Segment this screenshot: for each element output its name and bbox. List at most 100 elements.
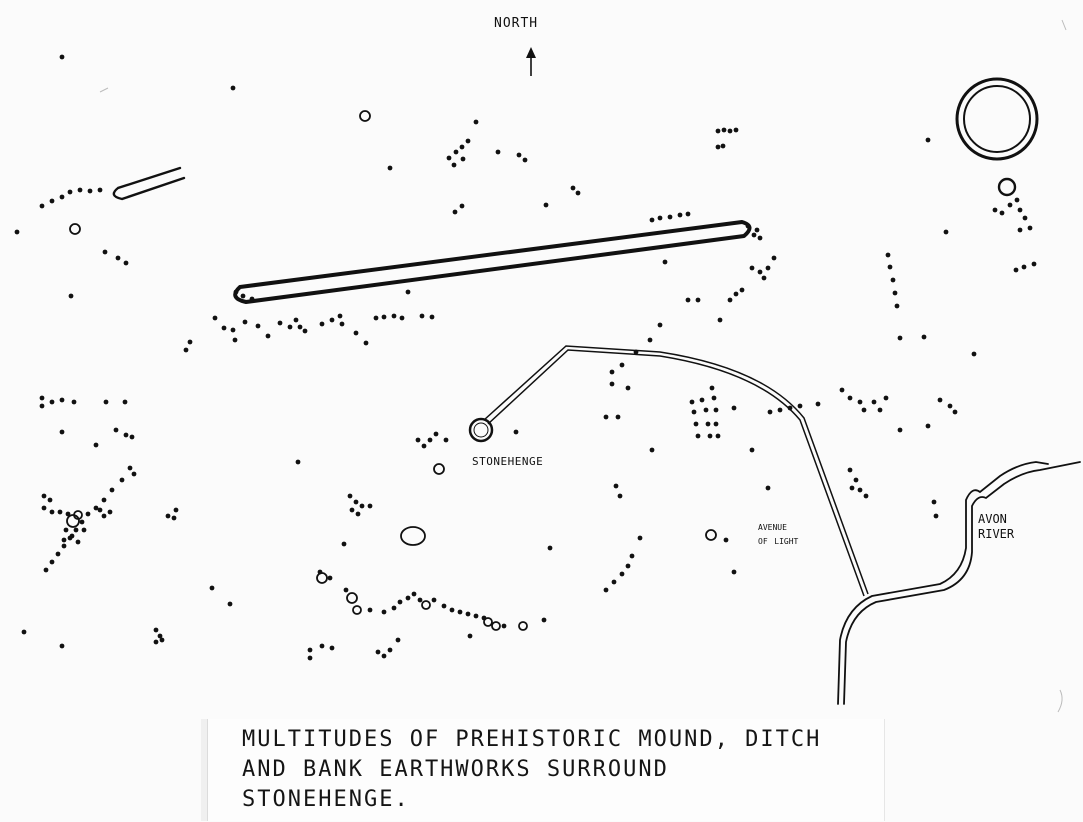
mound-dot xyxy=(754,227,760,233)
mound-dot xyxy=(765,485,771,491)
mound-dot xyxy=(165,513,171,519)
mound-dot xyxy=(629,553,635,559)
mound-dot xyxy=(429,314,435,320)
mound-dot xyxy=(541,617,547,623)
mound-dot xyxy=(797,403,803,409)
mound-dot xyxy=(287,324,293,330)
mound-dot xyxy=(657,322,663,328)
mound-dot xyxy=(733,127,739,133)
mound-dot xyxy=(113,427,119,433)
mound-dot xyxy=(513,429,519,435)
mound-dot xyxy=(501,623,507,629)
mound-dot xyxy=(637,535,643,541)
mound-dot xyxy=(473,613,479,619)
mound-dot xyxy=(395,637,401,643)
mound-dot xyxy=(863,493,869,499)
mound-dot xyxy=(749,447,755,453)
mound-dot xyxy=(431,597,437,603)
mound-dot xyxy=(153,627,159,633)
mound-dot xyxy=(59,643,65,649)
mound-dot xyxy=(695,433,701,439)
mound-dot xyxy=(633,349,639,355)
mound-dot xyxy=(101,497,107,503)
mound-dot xyxy=(97,507,103,513)
mound-dot xyxy=(745,223,751,229)
mound-dot xyxy=(522,157,528,163)
mound-dot xyxy=(153,639,159,645)
mound-dot xyxy=(421,443,427,449)
mound-dot xyxy=(391,313,397,319)
mound-dot xyxy=(452,209,458,215)
mound-dot xyxy=(711,395,717,401)
mound-dot xyxy=(649,447,655,453)
mound-dot xyxy=(441,603,447,609)
mound-dot xyxy=(657,215,663,221)
mound-dot xyxy=(449,607,455,613)
mound-dot xyxy=(102,249,108,255)
mound-dot xyxy=(715,433,721,439)
mound-dot xyxy=(115,255,121,261)
mound-dot xyxy=(122,399,128,405)
mound-dot xyxy=(603,587,609,593)
mound-dot xyxy=(101,513,107,519)
mound-dot xyxy=(721,127,727,133)
mound-dot xyxy=(733,291,739,297)
mound-dot xyxy=(925,423,931,429)
mound-dot xyxy=(129,434,135,440)
mound-dot xyxy=(713,421,719,427)
mound-dot xyxy=(761,275,767,281)
mound-dot xyxy=(749,265,755,271)
mound-dot xyxy=(625,563,631,569)
stonehenge-circle xyxy=(468,417,494,443)
mound-dot xyxy=(75,539,81,545)
mound-dot xyxy=(883,395,889,401)
mound-dot xyxy=(232,337,238,343)
mound-dot xyxy=(727,297,733,303)
mound-dot xyxy=(343,587,349,593)
mound-dot xyxy=(39,203,45,209)
mound-dot xyxy=(925,137,931,143)
mound-dot xyxy=(1014,197,1020,203)
mound-dot xyxy=(495,149,501,155)
mound-dot xyxy=(375,649,381,655)
avenue-path xyxy=(483,345,869,597)
caption-card: MULTITUDES OF PREHISTORIC MOUND, DITCH A… xyxy=(207,719,885,821)
mound-dot xyxy=(892,290,898,296)
mound-dot xyxy=(847,395,853,401)
mound-dot xyxy=(59,397,65,403)
mound-dot xyxy=(227,601,233,607)
mound-dots xyxy=(14,54,1037,661)
mound-dot xyxy=(937,397,943,403)
mound-dot xyxy=(81,527,87,533)
mound-dot xyxy=(695,297,701,303)
mound-dot xyxy=(787,405,793,411)
mound-dot xyxy=(319,321,325,327)
mound-dot xyxy=(123,260,129,266)
mound-dot xyxy=(233,289,239,295)
mound-dot xyxy=(1017,227,1023,233)
great-cursus xyxy=(233,220,752,304)
mound-dot xyxy=(751,232,757,238)
mound-dot xyxy=(41,505,47,511)
mound-dot xyxy=(47,497,53,503)
mound-dot xyxy=(947,403,953,409)
mound-dot xyxy=(731,405,737,411)
mound-dot xyxy=(720,143,726,149)
barrow-rings xyxy=(66,110,717,631)
paper-marks xyxy=(99,19,1067,713)
mound-dot xyxy=(1017,207,1023,213)
mound-dot xyxy=(39,403,45,409)
mound-dot xyxy=(41,493,47,499)
mound-dot xyxy=(157,633,163,639)
mound-dot xyxy=(317,569,323,575)
river-label: AVON RIVER xyxy=(978,512,1014,542)
mound-dot xyxy=(877,407,883,413)
mound-dot xyxy=(465,138,471,144)
river-label-line1: AVON xyxy=(978,512,1007,526)
mound-dot xyxy=(255,323,261,329)
mound-dot xyxy=(861,407,867,413)
caption-line1: MULTITUDES OF PREHISTORIC MOUND, DITCH xyxy=(242,727,822,752)
mound-dot xyxy=(757,269,763,275)
mound-dot xyxy=(171,515,177,521)
